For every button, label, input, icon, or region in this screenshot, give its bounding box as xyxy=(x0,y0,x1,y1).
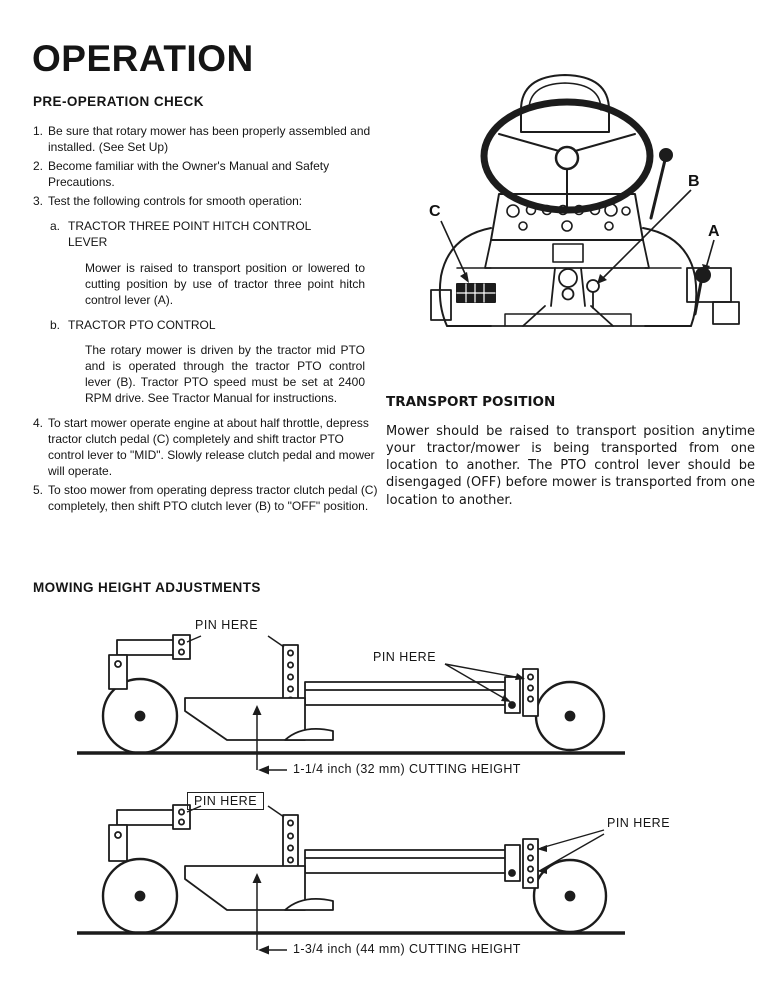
left-fender xyxy=(430,227,492,327)
mower-side-view-high xyxy=(77,804,625,955)
list-item-1: 1. Be sure that rotary mower has been pr… xyxy=(33,124,381,156)
hitch-control-lever xyxy=(693,267,711,316)
list-item-text: Test the following controls for smooth o… xyxy=(48,193,303,208)
pin-here-label: PIN HERE xyxy=(607,816,671,830)
tractor-controls-figure: C B A xyxy=(395,68,770,358)
mowing-height-figure-1: PIN HERE PIN HERE 1-1/4 inch (32 mm) CUT… xyxy=(55,612,735,790)
pin-here-label: PIN HERE xyxy=(373,650,437,664)
tractor-illustration: C B A xyxy=(429,74,740,327)
transport-position-heading: TRANSPORT POSITION xyxy=(386,394,556,410)
mower-side-view-low xyxy=(77,634,625,775)
mower-deck xyxy=(184,676,521,741)
rear-pin-bracket xyxy=(522,668,539,717)
cutting-height-caption: 1-1/4 inch (32 mm) CUTTING HEIGHT xyxy=(293,762,521,776)
list-item-number: 2. xyxy=(33,158,44,173)
lift-arm xyxy=(108,634,191,690)
pin-here-label: PIN HERE xyxy=(187,792,265,810)
transport-position-body: Mower should be raised to transport posi… xyxy=(386,424,755,508)
list-item-4: 4. To start mower operate engine at abou… xyxy=(33,416,381,480)
list-item-2: 2. Become familiar with the Owner's Manu… xyxy=(33,159,381,191)
front-pin-bracket xyxy=(282,644,299,708)
sub-item-b: b. TRACTOR PTO CONTROL The rotary mower … xyxy=(50,318,381,408)
sub-item-b-heading: b. TRACTOR PTO CONTROL xyxy=(50,318,381,334)
list-item-text: To start mower operate engine at about h… xyxy=(48,416,375,479)
callout-label-b: B xyxy=(688,173,700,190)
list-item-number: 5. xyxy=(33,483,44,498)
pre-operation-list: 1. Be sure that rotary mower has been pr… xyxy=(33,124,381,518)
cutting-height-dimension xyxy=(252,705,287,775)
clutch-pedal-block xyxy=(456,283,496,303)
pre-operation-heading: PRE-OPERATION CHECK xyxy=(33,94,204,109)
sub-item-a: a. TRACTOR THREE POINT HITCH CONTROL LEV… xyxy=(50,219,381,309)
pin-leader-lines xyxy=(186,635,525,702)
lift-arm xyxy=(108,804,191,862)
dashboard xyxy=(490,193,644,241)
list-item-text: Be sure that rotary mower has been prope… xyxy=(48,124,371,154)
steering-column xyxy=(484,239,650,327)
callout-label-c: C xyxy=(429,203,441,220)
mower-deck xyxy=(184,844,521,911)
right-fender xyxy=(642,227,740,327)
sub-item-a-heading: a. TRACTOR THREE POINT HITCH CONTROL LEV… xyxy=(50,219,381,251)
mowing-height-heading: MOWING HEIGHT ADJUSTMENTS xyxy=(33,580,261,595)
mowing-height-figure-2: PIN HERE PIN HERE 1-3/4 inch (44 mm) CUT… xyxy=(55,790,755,978)
sub-item-b-body: The rotary mower is driven by the tracto… xyxy=(85,343,365,406)
callout-label-a: A xyxy=(708,223,720,240)
list-item-5: 5. To stoo mower from operating depress … xyxy=(33,483,381,515)
sub-item-a-body: Mower is raised to transport position or… xyxy=(85,260,365,307)
list-item-number: 4. xyxy=(33,416,44,431)
cutting-height-dimension xyxy=(252,873,287,955)
pin-here-label: PIN HERE xyxy=(195,618,259,632)
rear-pin-bracket xyxy=(522,838,539,889)
sub-item-title: TRACTOR THREE POINT HITCH CONTROL LEVER xyxy=(68,218,311,249)
page-title: OPERATION xyxy=(32,38,254,79)
sub-item-title: TRACTOR PTO CONTROL xyxy=(68,317,216,332)
sub-item-label: b. xyxy=(50,317,61,332)
list-item-text: To stoo mower from operating depress tra… xyxy=(48,483,378,514)
cutting-height-caption: 1-3/4 inch (44 mm) CUTTING HEIGHT xyxy=(293,942,521,956)
list-item-number: 3. xyxy=(33,193,44,208)
pto-control-lever xyxy=(586,148,673,309)
list-item-number: 1. xyxy=(33,124,44,138)
callout-arrows xyxy=(440,189,715,284)
tractor-frame xyxy=(446,313,692,327)
sub-item-label: a. xyxy=(50,218,61,233)
list-item-text: Become familiar with the Owner's Manual … xyxy=(48,158,330,189)
list-item-3: 3. Test the following controls for smoot… xyxy=(33,194,381,210)
